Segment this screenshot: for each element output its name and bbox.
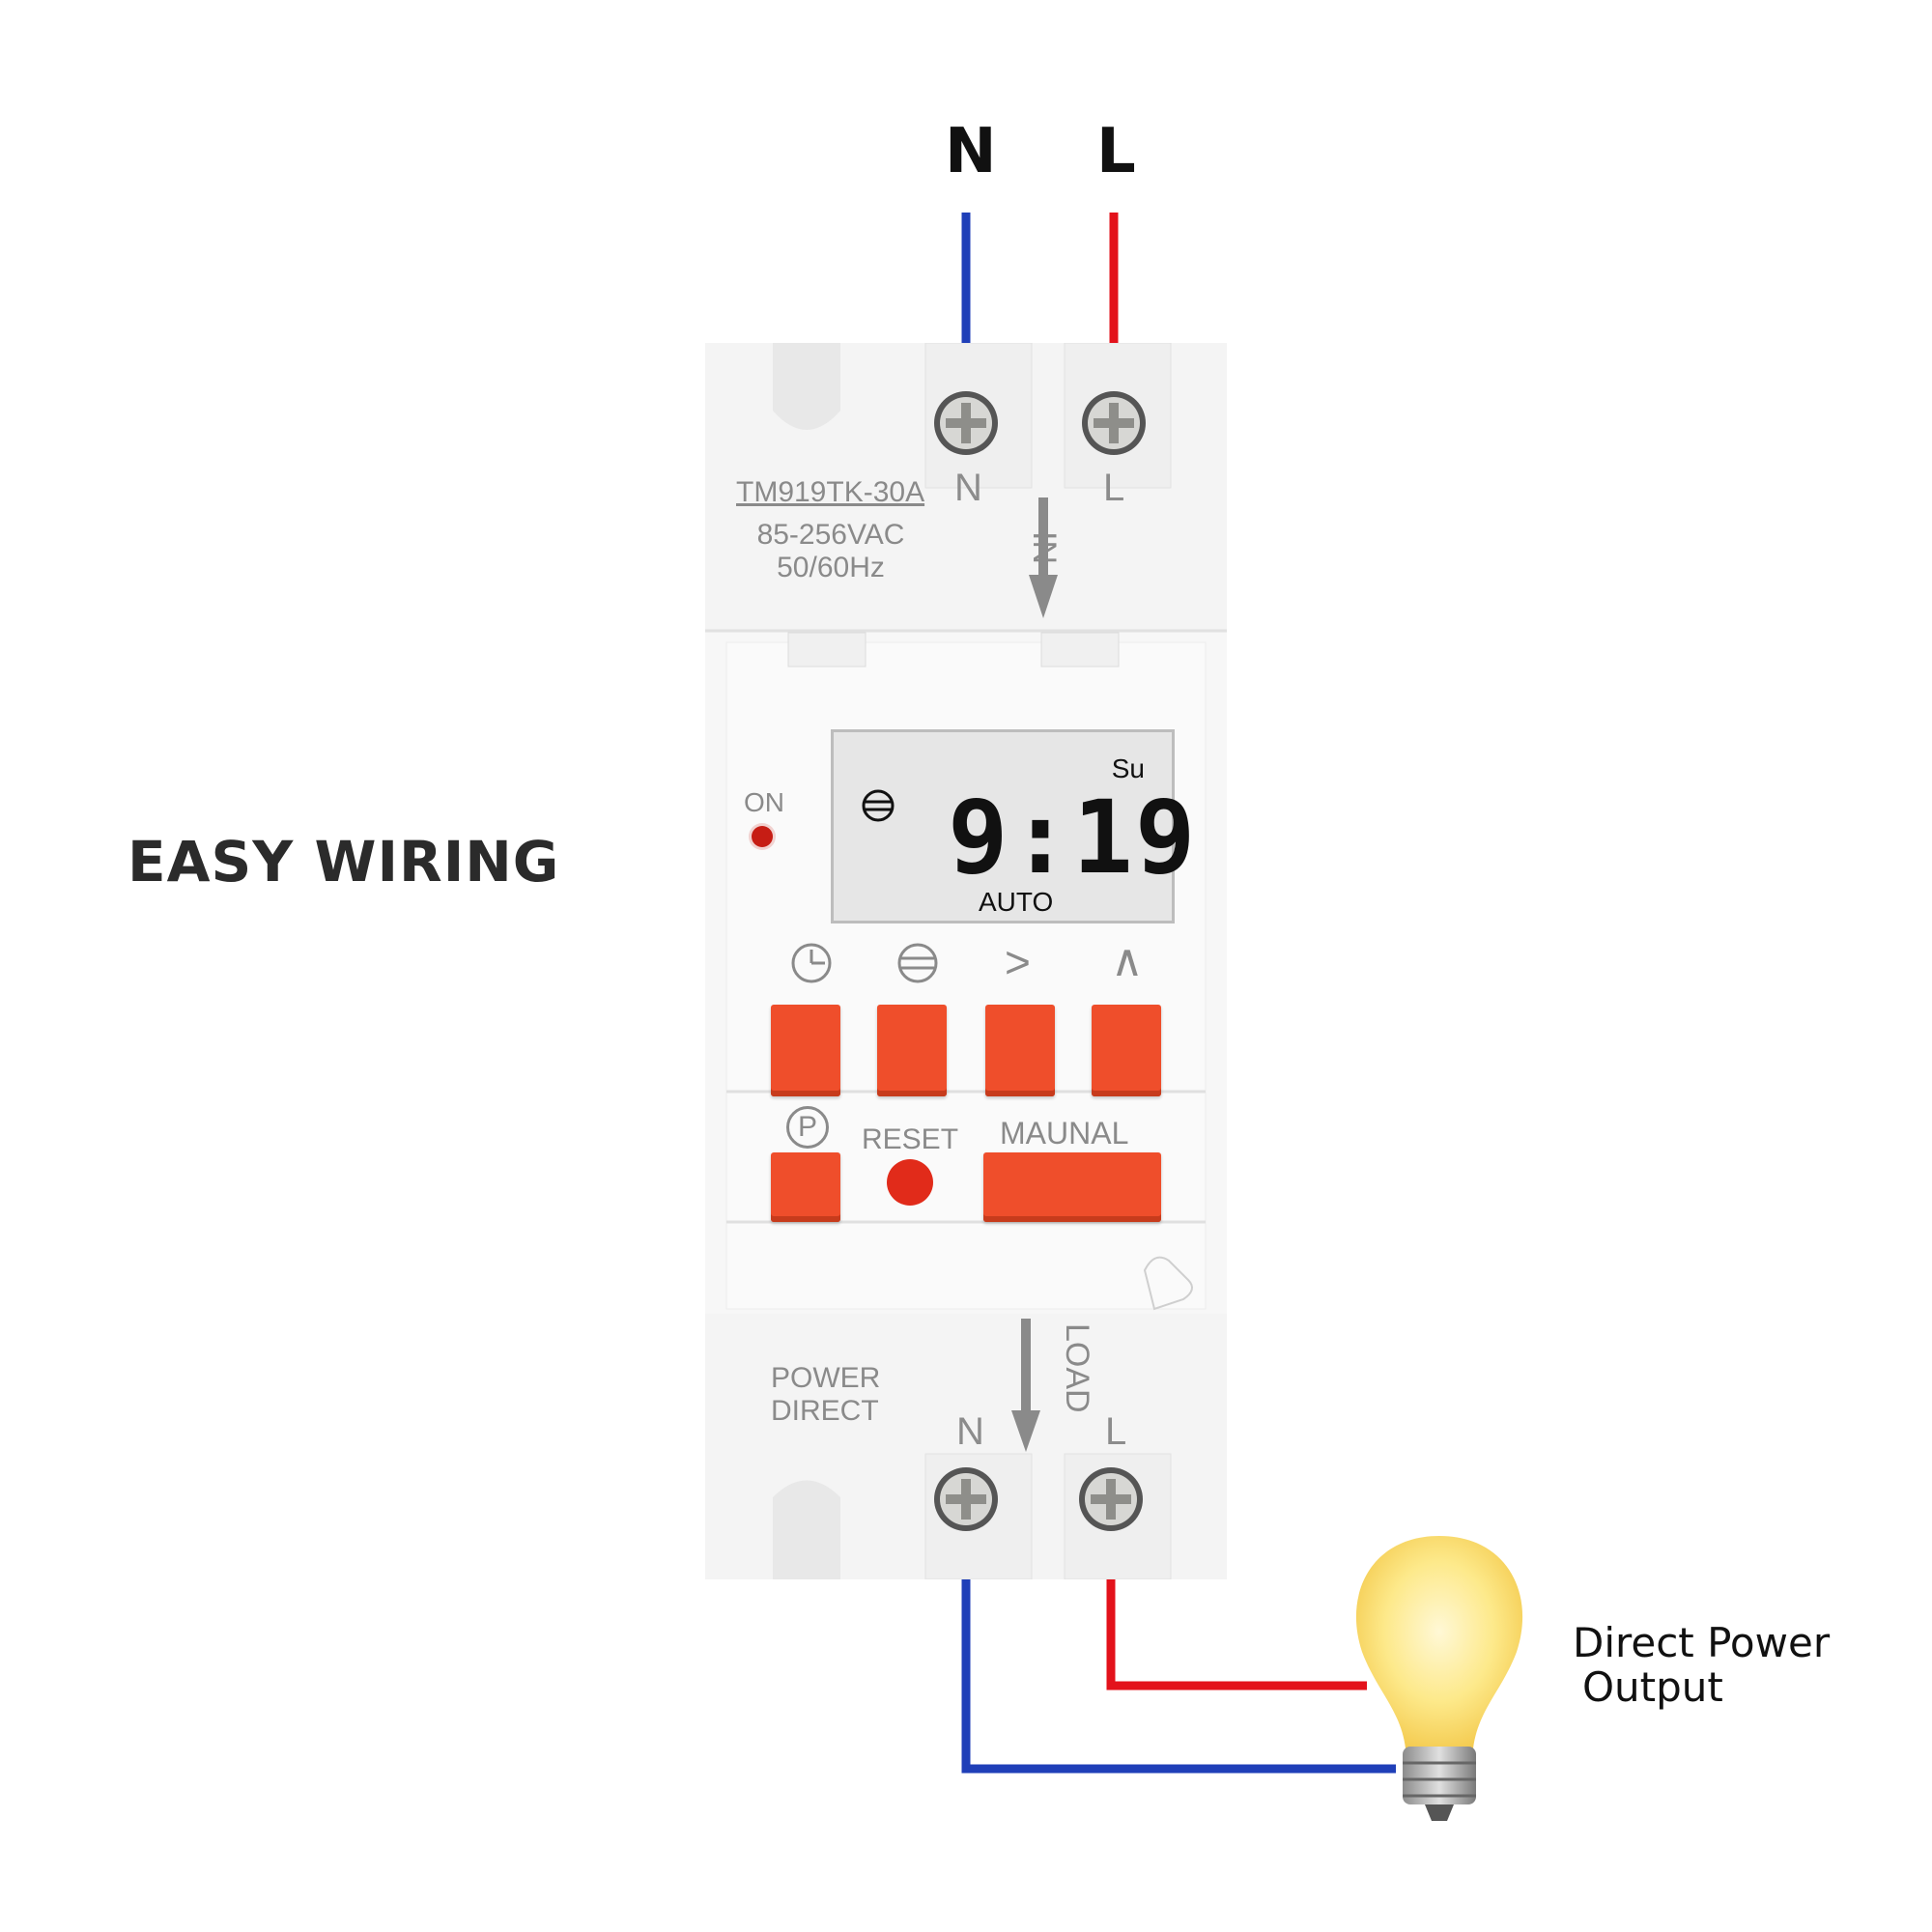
program-cycle-icon (897, 943, 938, 983)
model-number: TM919TK-30A (736, 476, 925, 508)
p-icon: P (786, 1106, 829, 1149)
live-output-wire (1106, 1536, 1367, 1690)
power-direct-line2: DIRECT (771, 1395, 879, 1427)
voltage-rating: 85-256VAC (756, 519, 905, 551)
power-direct-line1: POWER (771, 1362, 881, 1394)
frequency-rating: 50/60Hz (777, 552, 885, 583)
light-bulb-icon (1355, 1536, 1523, 1821)
reset-button[interactable] (887, 1159, 933, 1206)
lcd-time: 9:19 (948, 779, 1198, 896)
lcd-mode: AUTO (979, 887, 1054, 917)
up-button[interactable] (1092, 1005, 1161, 1096)
p-button[interactable] (771, 1152, 840, 1222)
in-label: IN (1026, 531, 1063, 564)
screw-icon (1079, 1467, 1143, 1531)
clock-icon (791, 943, 832, 983)
page-title: EASY WIRING (128, 829, 560, 895)
screw-icon (934, 391, 998, 455)
terminal-l-out-label: L (1105, 1410, 1127, 1453)
live-wire-label: L (1096, 116, 1136, 187)
right-arrow-icon: > (1005, 937, 1031, 987)
terminal-n-out (932, 1465, 1000, 1533)
clock-button[interactable] (771, 1005, 840, 1096)
up-arrow-icon: ∧ (1111, 935, 1144, 985)
on-label: ON (744, 787, 784, 817)
manual-label: MAUNAL (1000, 1116, 1129, 1151)
lcd-day: Su (1111, 753, 1145, 783)
next-button[interactable] (985, 1005, 1055, 1096)
terminal-n-in (932, 389, 1000, 457)
terminal-l-out (1077, 1465, 1145, 1533)
neutral-output-wire (961, 1536, 1396, 1774)
terminal-l-in-label: L (1103, 467, 1125, 509)
screw-icon (934, 1467, 998, 1531)
load-label: LOAD (1059, 1323, 1095, 1413)
timer-switch-device: N L TM919TK-30A 85-256VAC 50/60Hz IN ON … (705, 343, 1227, 1579)
terminal-n-out-label: N (956, 1410, 984, 1453)
neutral-wire-label: N (945, 116, 997, 187)
lcd-display: Su 9:19 AUTO (831, 729, 1195, 923)
output-caption-line1: Direct Power (1573, 1619, 1831, 1666)
cycle-icon (862, 789, 895, 822)
power-indicator-led (752, 826, 773, 847)
reset-label: RESET (862, 1123, 959, 1155)
screw-icon (1082, 391, 1146, 455)
output-caption-line2: Output (1582, 1663, 1723, 1711)
program-button[interactable] (877, 1005, 947, 1096)
manual-button[interactable] (983, 1152, 1161, 1222)
terminal-l-in (1080, 389, 1148, 457)
terminal-n-in-label: N (954, 467, 982, 509)
